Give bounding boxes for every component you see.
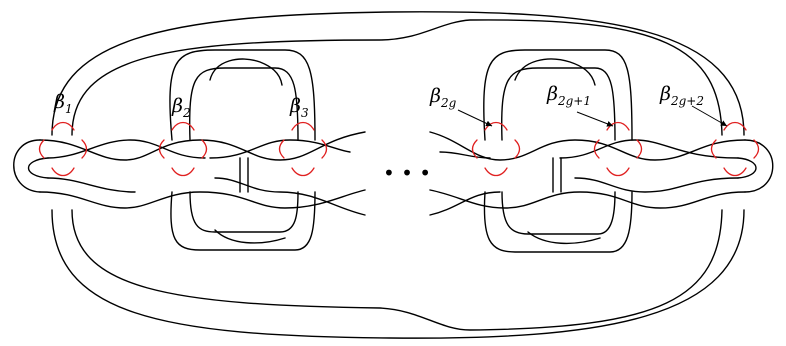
outer-loop-bottom (51, 209, 745, 339)
strand-lower-r2 (429, 177, 739, 216)
beta-curve-2 (158, 121, 208, 177)
tall-loop-inner-left (188, 67, 299, 233)
strand-upper-r2 (429, 189, 746, 209)
arrow-2g (457, 109, 493, 127)
arrow-2g2 (691, 105, 728, 127)
beta-label-2g: β2g (429, 85, 457, 110)
beta-curve-2g1 (593, 121, 643, 177)
right-end-cap-inner (737, 157, 757, 179)
beta-label-2: β2 (171, 95, 191, 120)
tall-loop-outer-left (169, 49, 316, 251)
tall-loop-mid-2 (514, 58, 601, 245)
right-tall-loops (483, 49, 633, 253)
beta-label-1: β1 (53, 91, 73, 116)
strand-lower-2 (47, 177, 136, 193)
beta-label-3: β3 (289, 95, 309, 120)
left-chain (13, 131, 366, 216)
beta-curves (38, 121, 760, 177)
strand-upper-r1 (429, 131, 746, 161)
tall-loop-vertical-2 (552, 157, 562, 193)
label-arrows (457, 105, 728, 127)
tall-loop-inner-right (501, 67, 616, 235)
outer-loop-bottom-inner (71, 209, 723, 331)
strand-upper-1 (39, 131, 366, 161)
left-end-cap-inner (28, 157, 49, 179)
strand-lower-r1 (439, 139, 739, 159)
beta-curve-3 (278, 121, 328, 177)
tall-loop-vertical-1 (239, 157, 249, 193)
outer-loop-top (51, 11, 745, 136)
beta-labels: β1 β2 β3 β2g β2g+1 β2g+2 (53, 83, 704, 120)
beta-curve-1 (38, 121, 88, 177)
strand-upper-2 (39, 189, 366, 209)
beta-label-2g1: β2g+1 (546, 83, 591, 108)
outer-loop-top-inner (71, 19, 723, 136)
outer-loops (51, 11, 745, 339)
tall-loop-mid-1 (209, 58, 286, 244)
strand-lower-1 (47, 139, 206, 159)
strand-upper-3 (209, 139, 351, 159)
strand-lower-3 (214, 177, 366, 216)
beta-label-2g2: β2g+2 (659, 83, 704, 108)
tall-loop-outer-right (483, 49, 633, 253)
beta-curve-2g (471, 121, 521, 177)
left-end-cap (13, 139, 41, 193)
left-tall-loops (169, 49, 316, 251)
arrow-2g1 (576, 111, 614, 127)
beta-curve-2g2 (710, 121, 760, 177)
ellipsis: • • • (383, 161, 431, 185)
right-chain (429, 131, 774, 216)
